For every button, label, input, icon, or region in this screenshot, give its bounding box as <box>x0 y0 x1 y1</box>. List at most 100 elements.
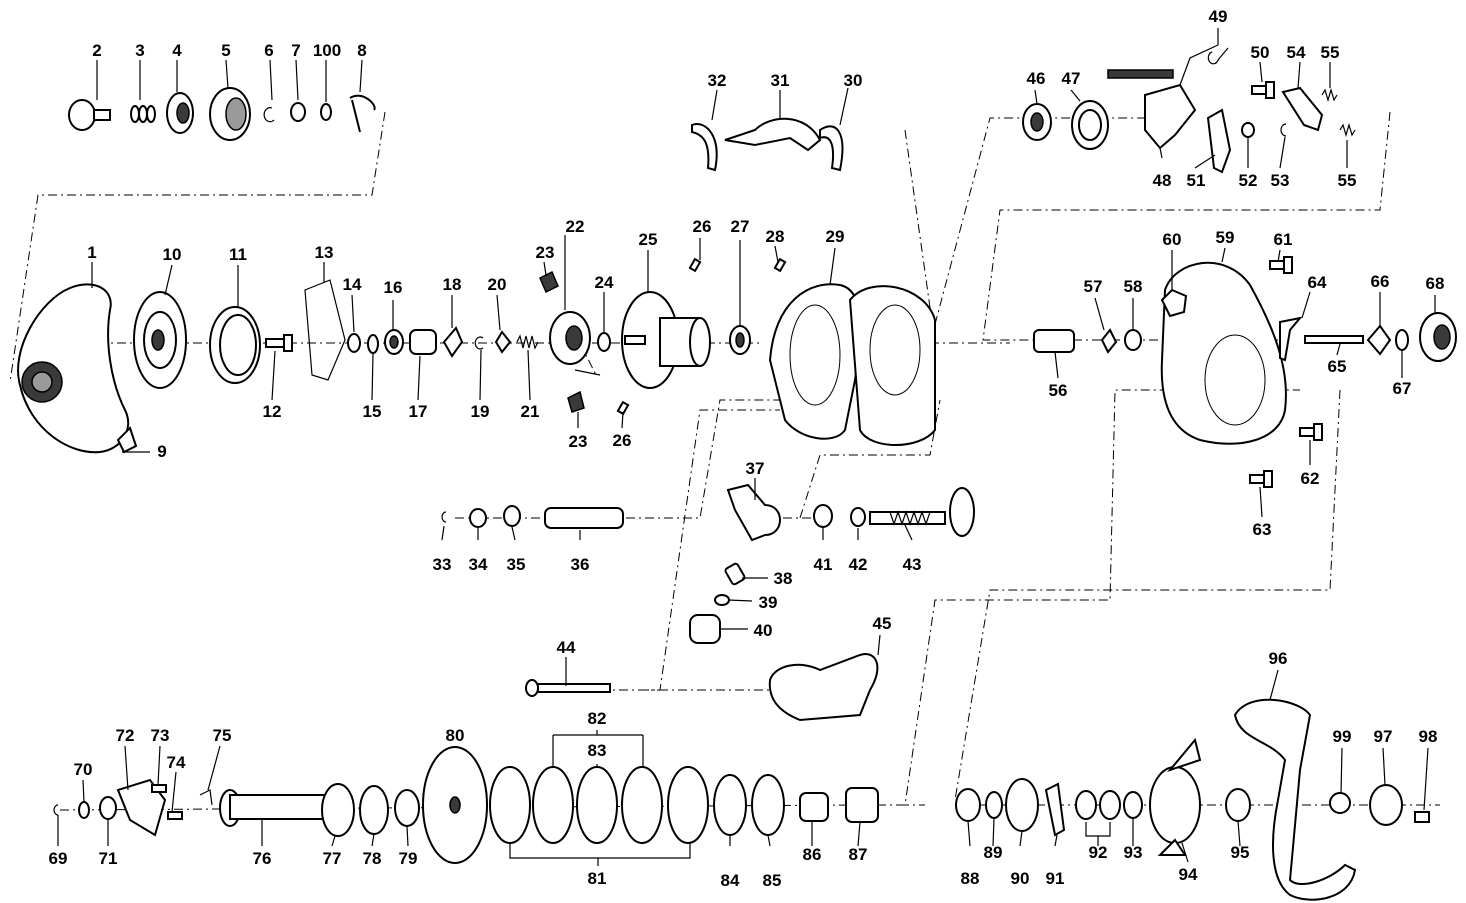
part-30-cover <box>819 125 844 172</box>
label-13: 13 <box>315 243 334 262</box>
part-84-washer <box>713 774 747 836</box>
label-88: 88 <box>961 869 980 888</box>
part-42-collar <box>850 507 866 527</box>
part-17-collar <box>409 329 437 355</box>
label-96: 96 <box>1269 649 1288 668</box>
label-70: 70 <box>74 760 93 779</box>
part-78-gear <box>359 785 389 835</box>
label-67: 67 <box>1393 379 1412 398</box>
part-60-plug <box>1160 288 1188 318</box>
label-85: 85 <box>763 871 782 890</box>
part-13-wire-spring <box>304 279 346 381</box>
label-30: 30 <box>844 71 863 90</box>
part-26-pin-bottom <box>616 400 630 416</box>
label-40: 40 <box>754 621 773 640</box>
parts <box>17 47 1457 901</box>
label-69: 69 <box>49 849 68 868</box>
label-54: 54 <box>1287 43 1306 62</box>
part-76-main-shaft <box>219 789 336 827</box>
label-95: 95 <box>1231 843 1250 862</box>
label-36: 36 <box>571 555 590 574</box>
label-4: 4 <box>172 41 182 60</box>
part-62-screw <box>1299 427 1315 437</box>
part-55-spring-top <box>1321 87 1338 103</box>
label-26-bottom: 26 <box>613 431 632 450</box>
label-72: 72 <box>116 726 135 745</box>
label-55-top: 55 <box>1321 43 1340 62</box>
label-15: 15 <box>363 402 382 421</box>
part-51-lever <box>1206 108 1232 174</box>
label-93: 93 <box>1124 843 1143 862</box>
label-79: 79 <box>399 849 418 868</box>
part-45-thumb-bar <box>768 653 879 722</box>
label-42: 42 <box>849 555 868 574</box>
part-29-frame <box>768 283 861 440</box>
label-29: 29 <box>826 227 845 246</box>
part-59-side-plate <box>1160 261 1287 445</box>
label-73: 73 <box>151 726 170 745</box>
label-92: 92 <box>1089 843 1108 862</box>
label-78: 78 <box>363 849 382 868</box>
part-28-pin <box>773 257 787 273</box>
label-97: 97 <box>1374 727 1393 746</box>
part-92-washer-1 <box>1075 790 1097 820</box>
label-60: 60 <box>1163 230 1182 249</box>
part-98-screw <box>1414 811 1430 823</box>
label-20: 20 <box>488 275 507 294</box>
part-55-spring-bottom <box>1339 122 1356 138</box>
part-69-e-ring <box>53 804 59 816</box>
part-96-handle <box>1233 698 1357 901</box>
label-14: 14 <box>343 275 362 294</box>
part-9-key <box>116 426 138 454</box>
label-38: 38 <box>774 569 793 588</box>
label-74: 74 <box>167 753 186 772</box>
part-70-washer <box>78 801 90 819</box>
label-1: 1 <box>87 243 96 262</box>
part-82-drag-washer-1 <box>532 766 574 844</box>
label-46: 46 <box>1027 69 1046 88</box>
label-75: 75 <box>213 726 232 745</box>
part-92-washer-2 <box>1099 790 1121 820</box>
part-100-ring <box>320 103 332 121</box>
label-39: 39 <box>759 593 778 612</box>
part-65-shaft <box>1304 335 1364 344</box>
part-23-block-bottom <box>567 390 585 413</box>
label-63: 63 <box>1253 520 1272 539</box>
assembly-lines <box>9 111 1440 811</box>
label-25: 25 <box>639 230 658 249</box>
part-15-ring <box>367 334 379 354</box>
label-59: 59 <box>1216 228 1235 247</box>
label-49: 49 <box>1209 7 1228 26</box>
label-21: 21 <box>521 402 540 421</box>
label-58: 58 <box>1124 277 1143 296</box>
part-18-clip <box>442 326 464 358</box>
label-28: 28 <box>766 227 785 246</box>
part-79-bearing <box>394 789 420 827</box>
part-33-e-ring <box>441 511 447 523</box>
label-94: 94 <box>1179 865 1198 884</box>
part-64-clip <box>1279 316 1303 362</box>
part-87-bearing <box>845 787 879 823</box>
part-48-plate <box>1144 83 1197 150</box>
part-72-plate <box>116 778 167 837</box>
label-8: 8 <box>357 41 366 60</box>
label-7: 7 <box>291 41 300 60</box>
part-20-clip <box>494 330 512 354</box>
label-48: 48 <box>1153 171 1172 190</box>
part-26-pin-top <box>688 257 702 273</box>
label-98: 98 <box>1419 727 1438 746</box>
part-43-worm-shaft <box>869 487 975 537</box>
part-90-collar <box>1005 778 1039 832</box>
label-12: 12 <box>263 402 282 421</box>
part-91-spring <box>1044 782 1066 837</box>
part-52-washer <box>1241 122 1255 138</box>
label-87: 87 <box>849 845 868 864</box>
part-35-collar <box>503 505 521 527</box>
part-88-bearing <box>955 788 981 822</box>
label-34: 34 <box>469 555 488 574</box>
part-49-spring <box>1207 47 1229 65</box>
label-68: 68 <box>1426 274 1445 293</box>
part-3-springs <box>130 105 156 123</box>
label-91: 91 <box>1046 869 1065 888</box>
part-74-screw <box>167 811 183 820</box>
